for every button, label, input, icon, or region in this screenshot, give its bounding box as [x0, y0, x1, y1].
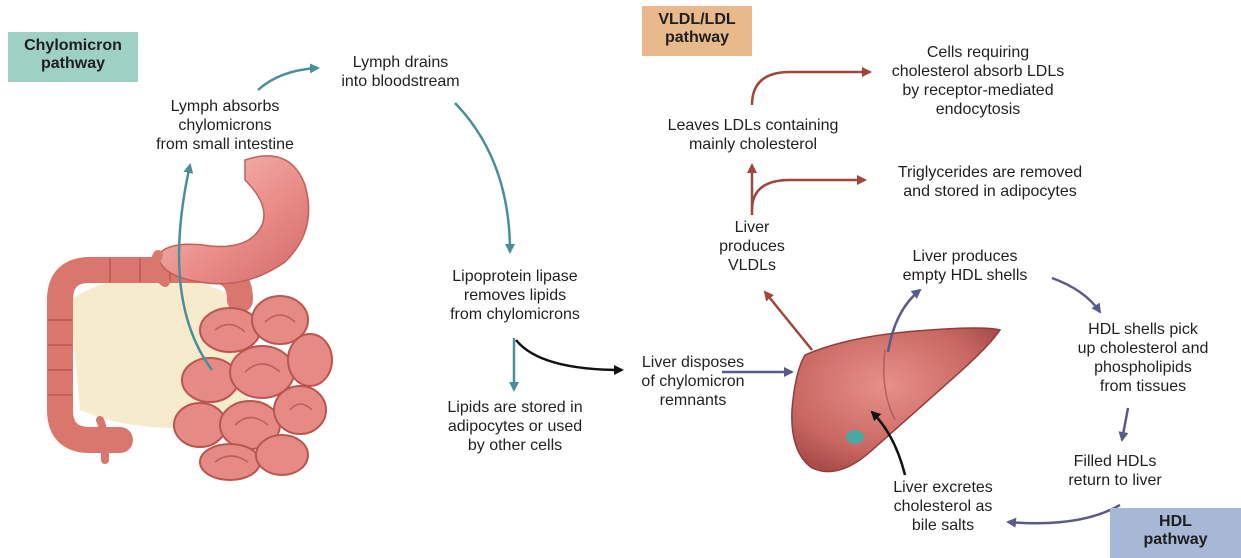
label-cells-absorb-ldls: Cells requiring cholesterol absorb LDLs … — [868, 43, 1088, 119]
arrow-ldl-to-cells — [752, 72, 870, 105]
label-lipids-stored: Lipids are stored in adipocytes or used … — [420, 398, 610, 455]
label-liver-produces-hdl: Liver produces empty HDL shells — [885, 247, 1045, 285]
arrow-shells-to-pickup — [1052, 278, 1100, 312]
label-liver-produces-vldls: Liver produces VLDLs — [700, 218, 804, 275]
arrow-blood-to-lipase — [455, 103, 510, 252]
arrow-to-triglycerides — [752, 180, 865, 210]
arrow-remnants-to-liver — [516, 340, 622, 370]
label-hdl-shells-pick-up: HDL shells pick up cholesterol and phosp… — [1045, 320, 1241, 396]
vldl-ldl-pathway-badge: VLDL/LDL pathway — [642, 6, 752, 56]
chylomicron-pathway-badge: Chylomicron pathway — [8, 32, 138, 82]
label-lymph-drains: Lymph drains into bloodstream — [318, 53, 483, 91]
arrow-liver-to-vldl — [765, 292, 812, 350]
arrow-filled-to-excretes — [1008, 505, 1120, 523]
label-triglycerides-removed: Triglycerides are removed and stored in … — [870, 163, 1110, 201]
intestine-illustration — [48, 156, 332, 480]
label-lymph-absorbs: Lymph absorbs chylomicrons from small in… — [130, 97, 320, 154]
hdl-pathway-badge: HDL pathway — [1110, 508, 1241, 558]
vldl-arrows — [752, 72, 870, 350]
label-filled-hdls: Filled HDLs return to liver — [1040, 452, 1190, 490]
label-liver-excretes: Liver excretes cholesterol as bile salts — [868, 478, 1018, 535]
label-lipoprotein-lipase: Lipoprotein lipase removes lipids from c… — [420, 267, 610, 324]
label-leaves-ldls: Leaves LDLs containing mainly cholestero… — [638, 116, 868, 154]
arrow-pickup-to-filled — [1122, 408, 1128, 440]
label-liver-disposes: Liver disposes of chylomicron remnants — [618, 353, 768, 410]
arrow-lymph-to-blood — [258, 68, 318, 90]
